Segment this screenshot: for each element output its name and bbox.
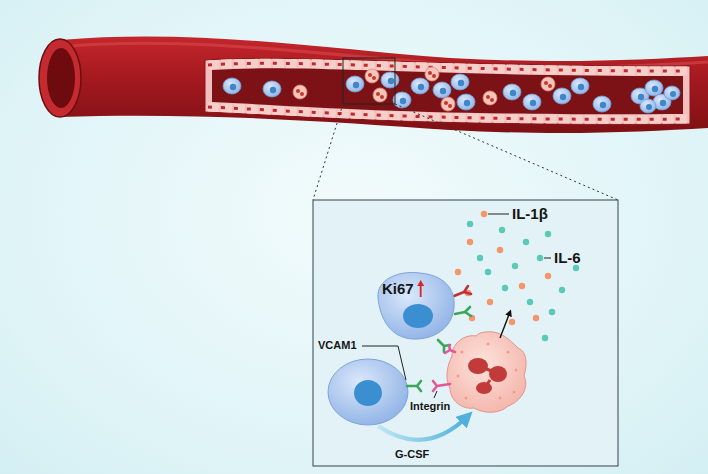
- inset-panel: [313, 200, 618, 466]
- cell-outline: [368, 268, 460, 342]
- zoom-frame: [343, 58, 395, 104]
- il1b-dots: [455, 211, 551, 325]
- zoom-guide: [395, 104, 618, 200]
- marker-label: Ki67: [382, 280, 414, 297]
- molecule-label: VCAM1: [318, 339, 357, 352]
- leader-lines: [362, 214, 551, 398]
- vessel-opening: [39, 39, 81, 117]
- vessel-lumen-end: [47, 48, 75, 108]
- tumor-cell-nuclei: [230, 78, 676, 110]
- increase-arrowhead: [417, 280, 424, 286]
- cytokine-label: IL-1β: [512, 205, 548, 222]
- neutrophil-granules: [457, 343, 518, 400]
- molecule-label: Integrin: [410, 400, 450, 413]
- zoom-guide: [313, 104, 343, 200]
- cell-membrane: [378, 272, 454, 339]
- tumor-cell: Ki67: [368, 268, 460, 342]
- il6-dots: [467, 221, 579, 341]
- secretion-arrow: [500, 312, 510, 338]
- neutrophil-nucleus: [468, 358, 507, 394]
- molecule-label: G-CSF: [395, 448, 429, 461]
- circulating-neutrophils: [293, 67, 555, 111]
- cytokine-label: IL-6: [554, 249, 581, 266]
- lumen: [212, 68, 683, 114]
- tumor-cell: [328, 359, 408, 425]
- vessel-wall: [60, 36, 708, 133]
- vessel-cut: [205, 58, 690, 124]
- nucleus: [403, 304, 433, 328]
- circulating-tumor-cells: [223, 72, 680, 113]
- neutrophil: [447, 332, 526, 413]
- gcsf-arrow: [378, 416, 468, 440]
- neutrophil-nuclei: [296, 71, 552, 108]
- nucleus: [354, 380, 382, 406]
